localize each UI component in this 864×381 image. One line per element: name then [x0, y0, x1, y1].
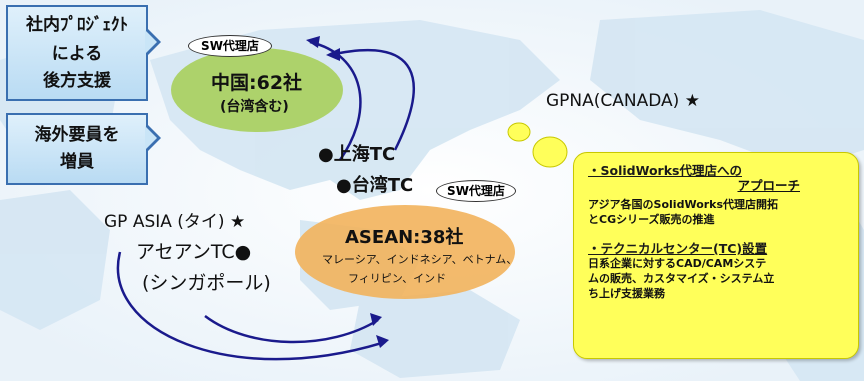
support-callout: 社内ﾌﾟﾛｼﾞｪｸﾄ による 後方支援 [6, 5, 148, 101]
china-title: 中国:62社 [211, 72, 303, 94]
info-heading-1b: アプローチ [737, 178, 800, 193]
info-heading-2: ・テクニカルセンター(TC)設置 [588, 241, 768, 256]
asean-tc: アセアンTC● [136, 241, 252, 263]
asean-countries-1: マレーシア、インドネシア、ベトナム、 [322, 253, 518, 266]
shanghai-tc: ●上海TC [318, 144, 396, 165]
staff-callout: 海外要員を 増員 [6, 113, 148, 185]
info-body-1b: とCGシリーズ販売の推進 [588, 213, 715, 226]
info-body-2a: 日系企業に対するCAD/CAMシステ [588, 257, 767, 270]
flow-arrows [116, 40, 415, 361]
arrow-heads [306, 36, 389, 348]
china-subtitle: (台湾含む) [220, 99, 289, 115]
support-line-1: 社内ﾌﾟﾛｼﾞｪｸﾄ [26, 15, 128, 35]
info-body-2c: ち上げ支援業務 [588, 287, 665, 300]
asean-ellipse [295, 205, 515, 299]
info-body-2b: ムの販売、カスタマイズ・システム立 [588, 272, 775, 285]
support-line-3: 後方支援 [43, 71, 111, 91]
staff-line-1: 海外要員を [34, 125, 120, 145]
singapore-label: (シンガポール) [142, 272, 271, 294]
asean-countries-2: フィリピン、インド [348, 272, 447, 285]
bubble-medium [532, 136, 568, 168]
info-box: ・SolidWorks代理店への アプローチ アジア各国のSolidWorks代… [573, 152, 859, 359]
support-arrow-tip [145, 28, 161, 56]
gpna-label: GPNA(CANADA) ★ [546, 91, 700, 111]
staff-arrow-tip [145, 124, 161, 152]
taiwan-tc: ●台湾TC [336, 175, 414, 196]
china-sw-tag: SW代理店 [188, 35, 272, 57]
china-ellipse [171, 48, 343, 132]
info-heading-1: ・SolidWorks代理店への [588, 163, 742, 178]
gp-asia: GP ASIA (タイ) ★ [104, 212, 246, 232]
asean-title: ASEAN:38社 [345, 227, 464, 248]
bubble-small [507, 122, 531, 142]
support-line-2: による [51, 44, 103, 64]
asean-sw-tag: SW代理店 [436, 180, 516, 202]
staff-line-2: 増員 [60, 152, 94, 172]
info-body-1a: アジア各国のSolidWorks代理店開拓 [588, 198, 779, 211]
